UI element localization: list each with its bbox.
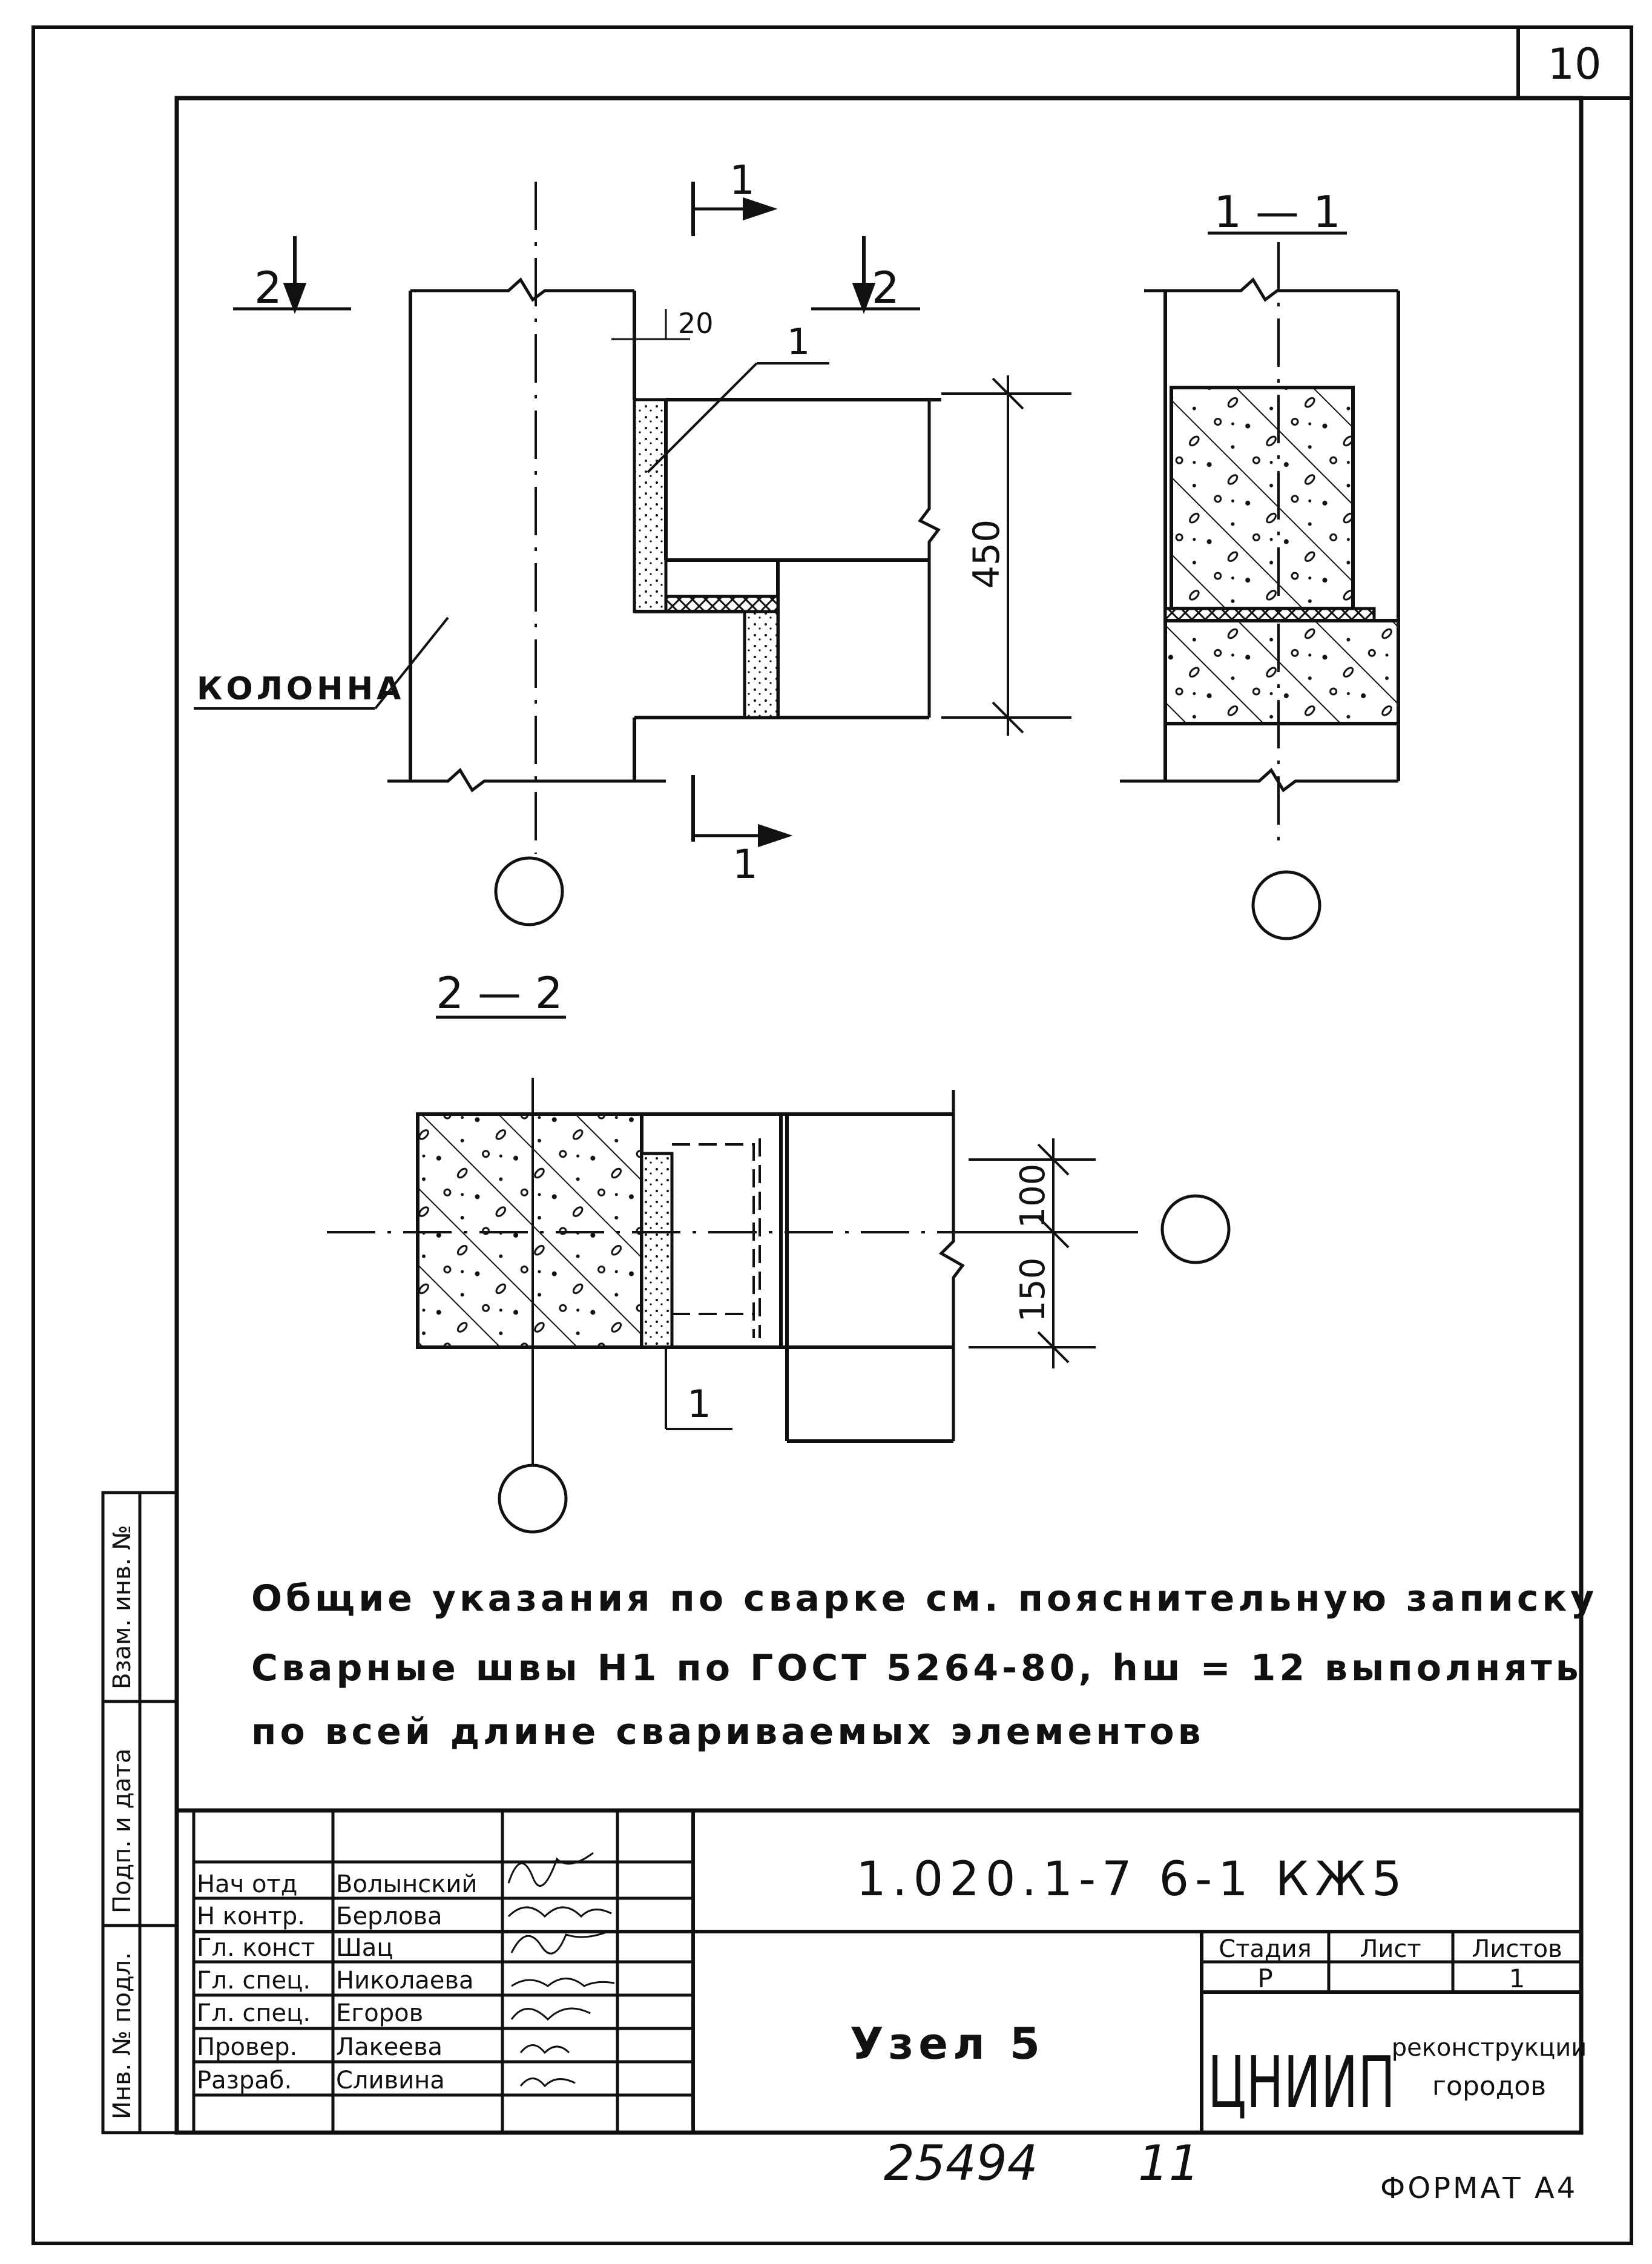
inventory-number: 25494 — [884, 2135, 1038, 2191]
section-2-2-view — [327, 1015, 1231, 1534]
sig-name: Волынский — [336, 1870, 477, 1898]
sig-name: Шац — [336, 1934, 393, 1962]
sig-role: Н контр. — [197, 1903, 305, 1930]
elevation-view — [194, 182, 1071, 926]
dimension-100: 100 — [1013, 1164, 1053, 1229]
sig-name: Николаева — [336, 1967, 473, 1995]
sig-name: Лакеева — [336, 2033, 443, 2061]
sig-role: Гл. спец. — [197, 1999, 311, 2027]
sheets-value: 1 — [1509, 1964, 1525, 1993]
stage-header: Стадия — [1219, 1935, 1311, 1963]
view-1-1-title: 1 — 1 — [1214, 186, 1340, 237]
title-block — [177, 1808, 1581, 2133]
sig-role: Провер. — [197, 2033, 297, 2061]
sig-role: Нач отд — [197, 1870, 297, 1898]
section-2-marker-right: 2 — [872, 262, 900, 313]
section-1-1-view — [1120, 231, 1400, 940]
view-2-2-title: 2 — 2 — [436, 968, 562, 1018]
callout-1-plan: 1 — [687, 1382, 711, 1426]
sig-name: Егоров — [336, 1999, 423, 2027]
sheets-header: Листов — [1472, 1935, 1562, 1963]
org-logo: ЦНИИП — [1208, 2041, 1395, 2124]
stamp-vzam-inv: Взам. инв. № — [108, 1525, 136, 1689]
note-line-2: Сварные швы Н1 по ГОСТ 5264-80, hш = 12 … — [251, 1647, 1582, 1689]
note-line-3: по всей длине свариваемых элементов — [251, 1711, 1205, 1753]
general-notes: Общие указания по сварке см. пояснительн… — [251, 1577, 1598, 1753]
sig-role: Гл. конст — [197, 1934, 315, 1962]
sig-name: Берлова — [336, 1903, 443, 1930]
drawing-name: Узел 5 — [850, 2018, 1045, 2069]
section-1-marker-bottom: 1 — [732, 841, 758, 888]
dimension-150: 150 — [1013, 1258, 1053, 1322]
stamp-podp-data: Подп. и дата — [108, 1749, 136, 1913]
stamp-inv-podl: Инв. № подл. — [108, 1952, 136, 2119]
page-number-box: 10 — [1516, 25, 1633, 2133]
document-code: 1.020.1-7 6-1 КЖ5 — [856, 1852, 1408, 1907]
dimension-450: 450 — [966, 520, 1008, 589]
outer-frame — [31, 25, 1633, 2245]
format-label: ФОРМАТ А4 — [1380, 2171, 1578, 2205]
sig-role: Гл. спец. — [197, 1967, 311, 1995]
signature-table: Нач отд Волынский Н контр. Берлова Гл. к… — [197, 1870, 477, 2094]
handwritten-signatures — [507, 1852, 615, 2088]
section-1-marker-top: 1 — [729, 157, 755, 203]
column-label: КОЛОННА — [197, 671, 404, 707]
section-2-marker-left: 2 — [254, 262, 282, 313]
dimension-20: 20 — [678, 307, 714, 340]
note-line-1: Общие указания по сварке см. пояснительн… — [251, 1577, 1598, 1620]
org-line-1: реконструкции — [1392, 2034, 1587, 2062]
sheet-header: Лист — [1360, 1935, 1421, 1963]
sig-name: Сливина — [336, 2067, 445, 2094]
page-number: 10 — [1547, 39, 1601, 89]
sig-role: Разраб. — [197, 2067, 292, 2094]
handwritten-page: 11 — [1138, 2135, 1200, 2191]
org-line-2: городов — [1432, 2071, 1546, 2102]
stage-value: Р — [1257, 1964, 1272, 1993]
callout-1: 1 — [787, 321, 810, 363]
